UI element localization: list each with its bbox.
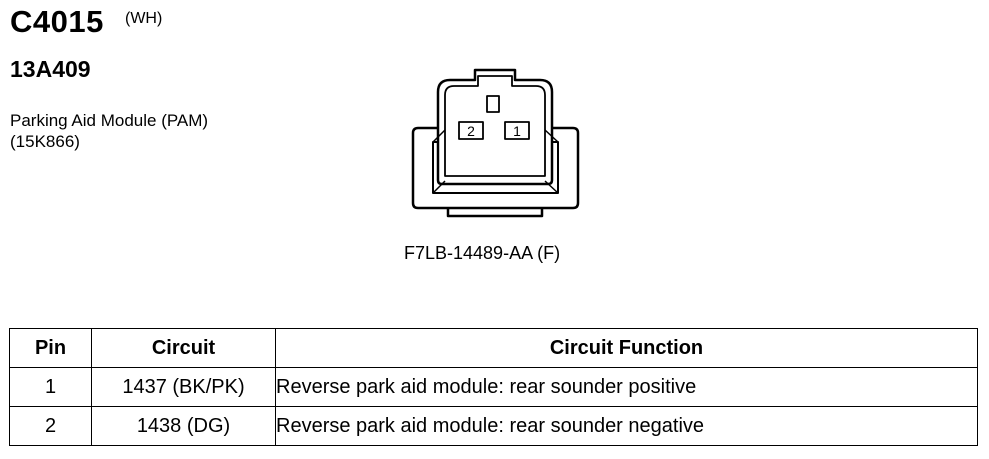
pin-cavity-2	[458, 121, 484, 140]
pin-table: Pin Circuit Circuit Function 1 1437 (BK/…	[9, 328, 978, 446]
pin-label-2: 2	[467, 123, 475, 139]
cell-circuit: 1437 (BK/PK)	[91, 367, 276, 407]
color-code: (WH)	[125, 10, 163, 27]
cell-pin: 1	[9, 367, 92, 407]
header-pin: Pin	[9, 328, 92, 368]
header-circuit: Circuit	[91, 328, 276, 368]
cell-circuit: 1438 (DG)	[91, 406, 276, 446]
connector-outer-housing	[411, 126, 580, 210]
connector-id: C4015	[10, 4, 104, 39]
connector-latch-cavity	[444, 75, 546, 177]
connector-latch-body	[436, 68, 554, 186]
connector-part-label: F7LB-14489-AA (F)	[404, 243, 561, 263]
header-circuit-function: Circuit Function	[275, 328, 978, 368]
connector-key-slot	[486, 95, 500, 113]
cell-circuit-function: Reverse park aid module: rear sounder po…	[275, 367, 978, 407]
table-header-row: Pin Circuit Circuit Function	[9, 328, 978, 368]
table-row: 1 1437 (BK/PK) Reverse park aid module: …	[9, 367, 978, 407]
connector-face-diagram: 2 1	[411, 68, 580, 218]
pin-label-1: 1	[513, 123, 521, 139]
cell-pin: 2	[9, 406, 92, 446]
table-row: 2 1438 (DG) Reverse park aid module: rea…	[9, 406, 978, 446]
connector-lock-tab	[446, 208, 544, 218]
component-code: (15K866)	[10, 132, 80, 151]
cell-circuit-function: Reverse park aid module: rear sounder ne…	[275, 406, 978, 446]
component-name: Parking Aid Module (PAM)	[10, 111, 209, 130]
pin-cavity-1	[504, 121, 530, 140]
part-number: 13A409	[10, 56, 91, 82]
